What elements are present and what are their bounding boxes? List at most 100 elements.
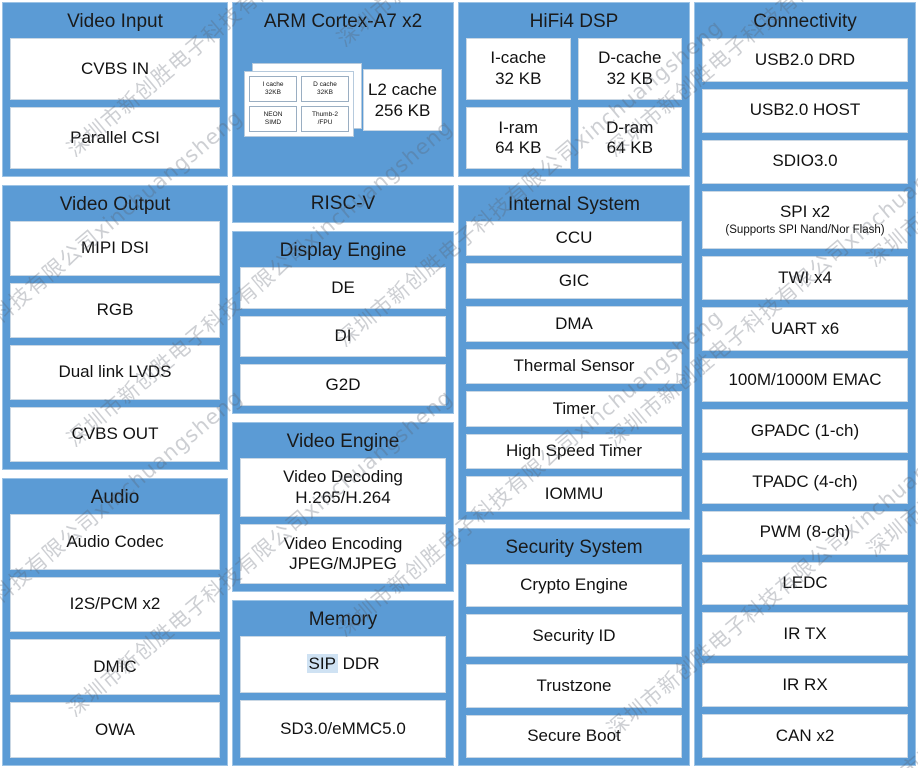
block-l2-cache[interactable]: L2 cache 256 KB — [362, 69, 442, 132]
block-secure-boot[interactable]: Secure Boot — [466, 714, 682, 759]
block-note: (Supports SPI Nand/Nor Flash) — [725, 223, 885, 236]
group-items: CVBS IN Parallel CSI — [10, 37, 220, 169]
block-ir-rx[interactable]: IR RX — [702, 663, 908, 708]
arm-cell-line2: 32KB — [265, 89, 281, 97]
arm-cell-line2: /FPU — [317, 119, 333, 127]
block-cvbs-out[interactable]: CVBS OUT — [10, 406, 220, 463]
block-dsp-d-cache[interactable]: D-cache 32 KB — [577, 37, 682, 100]
block-thermal-sensor[interactable]: Thermal Sensor — [466, 348, 682, 385]
block-label: Video Decoding — [283, 467, 403, 487]
group-title: Connectivity — [753, 11, 857, 32]
block-trustzone[interactable]: Trustzone — [466, 664, 682, 708]
group-title: Memory — [308, 609, 378, 630]
group-audio: Audio Audio Codec I2S/PCM x2 DMIC OWA — [2, 478, 228, 766]
block-pwm[interactable]: PWM (8-ch) — [702, 510, 908, 555]
block-usb-drd[interactable]: USB2.0 DRD — [702, 37, 908, 82]
arm-cell-line1: NEON — [263, 111, 283, 119]
arm-cell-line2: SIMD — [264, 119, 282, 127]
block-parallel-csi[interactable]: Parallel CSI — [10, 106, 220, 169]
block-label-rest: DDR — [337, 654, 380, 674]
group-arm-cortex-a7: ARM Cortex-A7 x2 I cache 32KB D cache 32… — [232, 2, 454, 177]
block-ccu[interactable]: CCU — [466, 220, 682, 257]
group-items: USB2.0 DRD USB2.0 HOST SDIO3.0 SPI x2 (S… — [702, 37, 908, 759]
block-video-decoding[interactable]: Video Decoding H.265/H.264 — [240, 457, 446, 518]
group-risc-v[interactable]: RISC-V — [232, 185, 454, 223]
block-timer[interactable]: Timer — [466, 391, 682, 427]
block-label: D-ram — [606, 117, 654, 137]
block-mipi-dsi[interactable]: MIPI DSI — [10, 220, 220, 276]
block-sip-ddr[interactable]: SIP DDR — [240, 635, 446, 694]
block-uart[interactable]: UART x6 — [702, 307, 908, 351]
group-items: MIPI DSI RGB Dual link LVDS CVBS OUT — [10, 220, 220, 463]
block-sublabel: 32 KB — [495, 68, 542, 88]
block-cvbs-in[interactable]: CVBS IN — [10, 37, 220, 100]
block-dma[interactable]: DMA — [466, 306, 682, 342]
block-can[interactable]: CAN x2 — [702, 714, 908, 759]
arm-cell-i-cache: I cache 32KB — [249, 76, 297, 103]
group-items: Crypto Engine Security ID Trustzone Secu… — [466, 563, 682, 759]
block-ir-tx[interactable]: IR TX — [702, 612, 908, 657]
l2-line2: 256 KB — [374, 101, 431, 121]
block-audio-codec[interactable]: Audio Codec — [10, 513, 220, 570]
block-ledc[interactable]: LEDC — [702, 561, 908, 606]
block-sdio[interactable]: SDIO3.0 — [702, 139, 908, 184]
group-hifi4-dsp: HiFi4 DSP I-cache 32 KB D-cache 32 KB I-… — [458, 2, 690, 177]
group-video-engine: Video Engine Video Decoding H.265/H.264 … — [232, 422, 454, 592]
block-gpadc[interactable]: GPADC (1-ch) — [702, 408, 908, 453]
block-twi[interactable]: TWI x4 — [702, 256, 908, 301]
arm-cell-neon-simd: NEON SIMD — [249, 106, 297, 133]
group-security-system: Security System Crypto Engine Security I… — [458, 528, 690, 766]
arm-cell-line2: 32KB — [317, 89, 333, 97]
block-label: Video Encoding — [283, 533, 403, 553]
group-title: ARM Cortex-A7 x2 — [263, 11, 423, 32]
block-gic[interactable]: GIC — [466, 263, 682, 300]
block-label: I-cache — [490, 48, 547, 68]
group-connectivity: Connectivity USB2.0 DRD USB2.0 HOST SDIO… — [694, 2, 916, 766]
arm-core-sheet-front: I cache 32KB D cache 32KB NEON SIMD — [244, 71, 354, 138]
block-dsp-i-cache[interactable]: I-cache 32 KB — [466, 37, 571, 100]
block-rgb[interactable]: RGB — [10, 282, 220, 338]
block-tpadc[interactable]: TPADC (4-ch) — [702, 459, 908, 504]
block-emac[interactable]: 100M/1000M EMAC — [702, 357, 908, 402]
block-high-speed-timer[interactable]: High Speed Timer — [466, 433, 682, 470]
arm-core-stack: I cache 32KB D cache 32KB NEON SIMD — [244, 63, 362, 138]
block-dual-link-lvds[interactable]: Dual link LVDS — [10, 344, 220, 400]
block-label: D-cache — [598, 48, 662, 68]
block-label: SIP DDR — [306, 654, 380, 674]
block-i2s-pcm[interactable]: I2S/PCM x2 — [10, 576, 220, 633]
block-security-id[interactable]: Security ID — [466, 614, 682, 658]
group-internal-system: Internal System CCU GIC DMA Thermal Sens… — [458, 185, 690, 520]
block-sublabel: JPEG/MJPEG — [289, 554, 397, 574]
group-items: I-cache 32 KB D-cache 32 KB I-ram 64 KB … — [466, 37, 682, 169]
block-dsp-i-ram[interactable]: I-ram 64 KB — [466, 106, 571, 169]
column-connectivity: Connectivity USB2.0 DRD USB2.0 HOST SDIO… — [694, 2, 916, 766]
arm-cell-line1: Thumb-2 — [311, 111, 338, 119]
column-dsp: HiFi4 DSP I-cache 32 KB D-cache 32 KB I-… — [458, 2, 690, 766]
block-sublabel: 32 KB — [606, 68, 653, 88]
block-label: SPI x2 — [779, 202, 831, 222]
group-display-engine: Display Engine DE DI G2D — [232, 231, 454, 414]
group-title: Security System — [505, 537, 643, 558]
block-g2d[interactable]: G2D — [240, 364, 446, 406]
block-crypto-engine[interactable]: Crypto Engine — [466, 563, 682, 608]
block-di[interactable]: DI — [240, 315, 446, 358]
selection-highlight: SIP — [306, 654, 338, 674]
block-de[interactable]: DE — [240, 266, 446, 309]
block-video-encoding[interactable]: Video Encoding JPEG/MJPEG — [240, 524, 446, 584]
group-title: Audio — [90, 487, 140, 508]
block-sublabel: 64 KB — [606, 137, 653, 157]
block-sd-emmc[interactable]: SD3.0/eMMC5.0 — [240, 700, 446, 758]
column-left: Video Input CVBS IN Parallel CSI Video O… — [2, 2, 228, 766]
block-iommu[interactable]: IOMMU — [466, 476, 682, 512]
block-dsp-d-ram[interactable]: D-ram 64 KB — [577, 106, 682, 169]
block-dmic[interactable]: DMIC — [10, 639, 220, 696]
block-sublabel: H.265/H.264 — [295, 487, 391, 507]
group-items: SIP DDR SD3.0/eMMC5.0 — [240, 635, 446, 758]
group-title: Internal System — [508, 194, 640, 215]
arm-core-contents: I cache 32KB D cache 32KB NEON SIMD — [240, 38, 446, 169]
block-spi[interactable]: SPI x2 (Supports SPI Nand/Nor Flash) — [702, 190, 908, 250]
block-usb-host[interactable]: USB2.0 HOST — [702, 88, 908, 133]
block-owa[interactable]: OWA — [10, 702, 220, 759]
group-title: Video Input — [67, 11, 163, 32]
